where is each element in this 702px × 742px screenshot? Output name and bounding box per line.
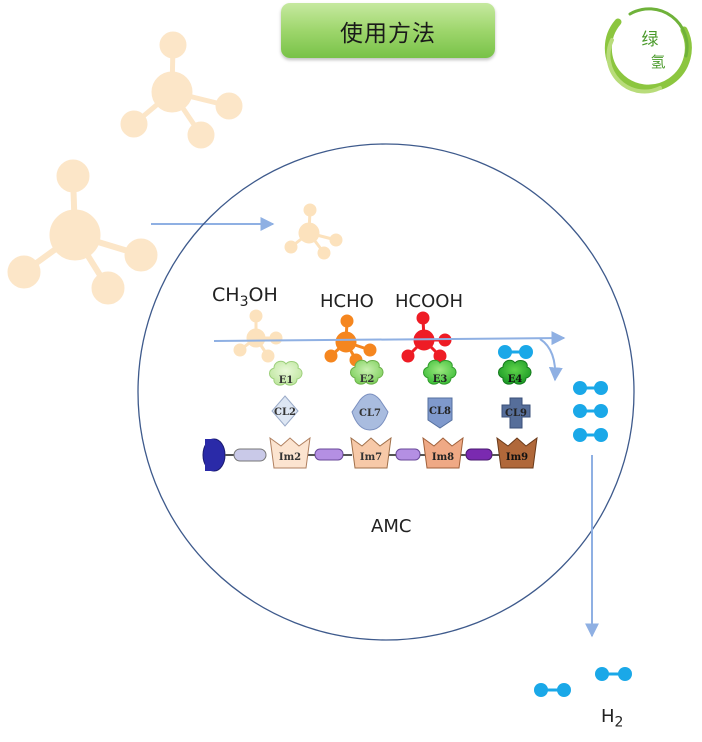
formic-acid-molecule [401,311,452,363]
methanol-label: CH3OH [212,284,278,310]
im-label-im2: Im2 [279,452,301,463]
methanol-molecule-small [284,203,343,260]
im-label-im8: Im8 [432,452,454,463]
arrow-process [213,331,566,346]
enzyme-label-e3: E3 [433,374,448,385]
enzyme-label-e1: E1 [279,375,294,386]
module-3 [422,359,464,469]
module-4 [496,359,538,469]
formaldehyde-molecule [324,314,377,367]
methanol-molecule [233,309,283,363]
im-label-im9: Im9 [506,452,528,463]
cl-label-cl9: CL9 [505,408,527,419]
scaffold-backbone [202,438,500,472]
cl-label-cl7: CL7 [359,408,381,419]
background-molecule-top [120,31,243,149]
module-1 [269,360,311,469]
logo-char-2: 氢 [650,53,665,71]
logo-char-1: 绿 [642,30,659,50]
enzyme-label-e2: E2 [360,374,375,385]
formaldehyde-label: HCHO [320,291,374,312]
title-text: 使用方法 [340,20,436,47]
hydrogen-molecule-final-1 [534,683,571,697]
title-banner: 使用方法 [281,3,495,58]
im-label-im7: Im7 [360,452,382,463]
arrow-release [539,338,563,382]
enzyme-label-e4: E4 [508,374,523,385]
hydrogen-molecule-out-1 [573,381,608,395]
hydrogen-molecule-e4 [498,345,533,359]
hydrogen-label: H2 [601,706,624,731]
formic-acid-label: HCOOH [395,291,463,312]
hydrogen-molecule-final-2 [595,667,632,681]
module-2 [350,359,392,469]
background-molecule-left [7,159,158,305]
hydrogen-molecule-out-3 [573,428,608,442]
hydrogen-molecule-out-2 [573,404,608,418]
logo: 绿 氢 [604,7,692,94]
cl-label-cl2: CL2 [274,407,296,418]
amc-cell-boundary [137,143,635,641]
cl-label-cl8: CL8 [429,406,451,417]
amc-label: AMC [371,516,412,537]
